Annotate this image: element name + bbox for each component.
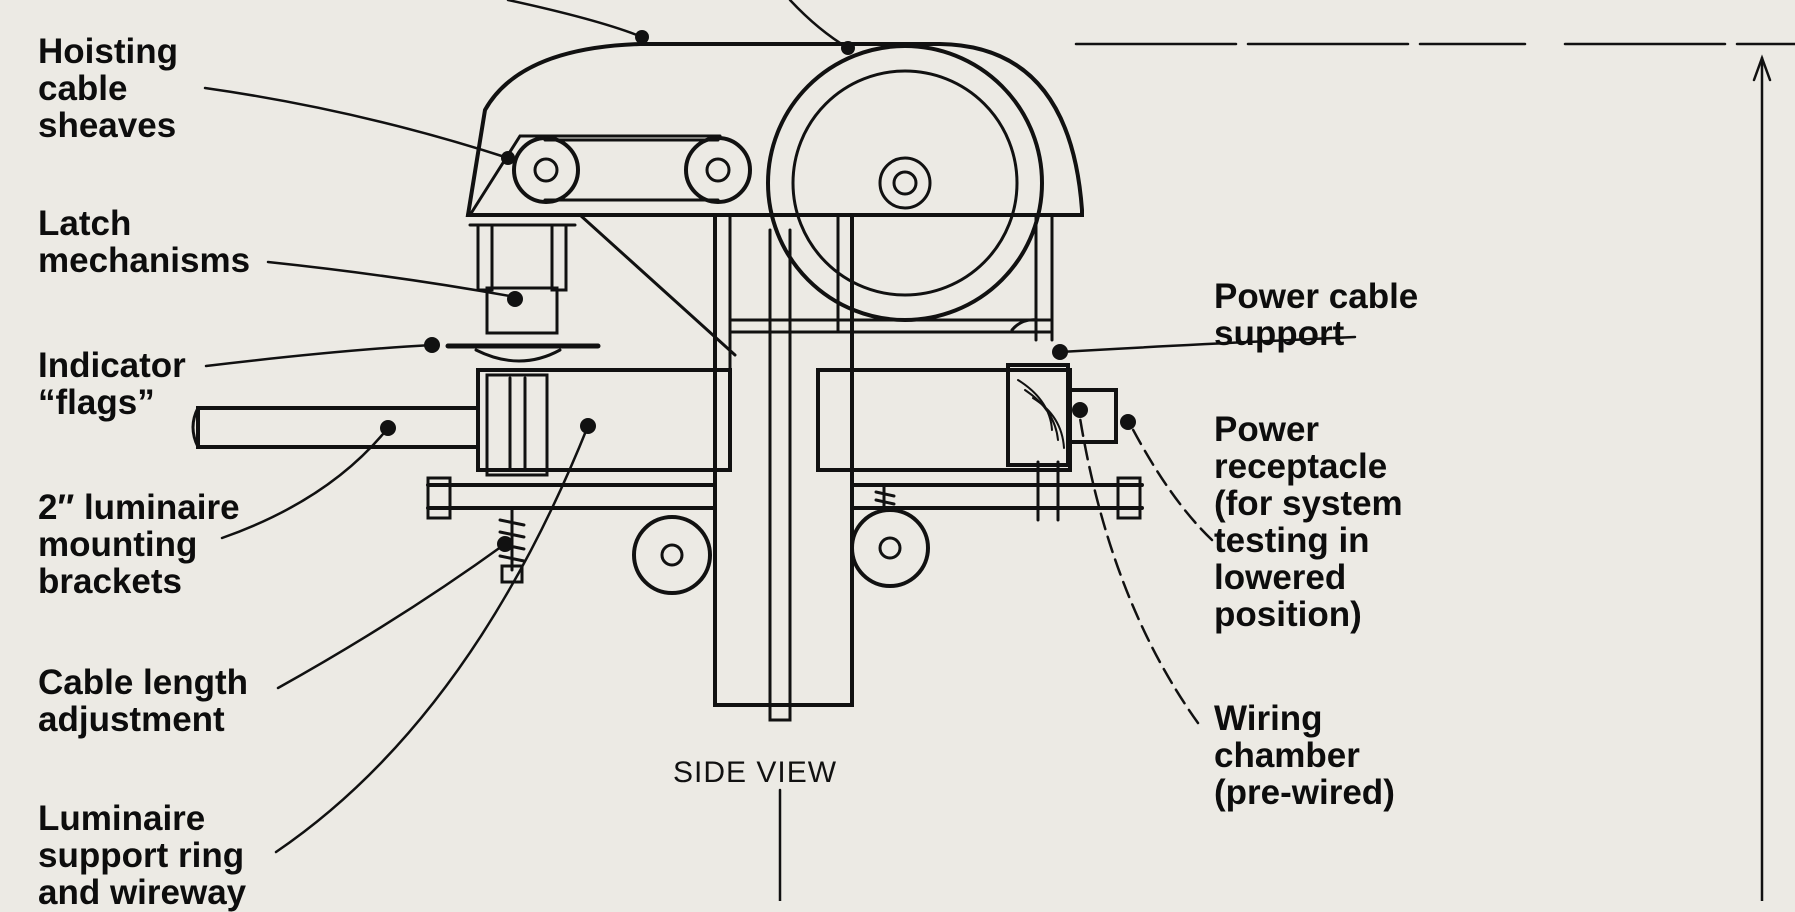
leader-support-ring (274, 424, 590, 854)
label-hoisting-cable-sheaves: Hoisting cable sheaves (38, 32, 178, 145)
label-wiring-chamber: Wiring chamber (pre-wired) (1214, 699, 1395, 812)
right-post-cap (1010, 318, 1040, 332)
leader-hoisting (203, 86, 510, 160)
wireway-right (816, 368, 1072, 472)
label-luminaire-mounting-brackets: 2″ luminaire mounting brackets (38, 488, 240, 601)
label-cable-length-adjustment: Cable length adjustment (38, 663, 249, 739)
pipe-clamp-bolt (508, 376, 527, 472)
guide-roller-left-hub (660, 543, 684, 567)
dot-indicator (424, 337, 440, 353)
latch-post-right (550, 223, 568, 292)
main-sheave-hub (878, 156, 932, 210)
wireway-left (476, 368, 732, 472)
label-power-cable-support: Power cable support (1214, 277, 1419, 353)
dot-wiring (1072, 402, 1088, 418)
side-view-caption: SIDE VIEW (673, 756, 838, 789)
main-sheave-inner (791, 69, 1019, 297)
power-receptacle (1066, 388, 1118, 444)
leader-receptacle (1128, 422, 1214, 542)
main-sheave (766, 44, 1044, 322)
dot-latch (507, 291, 523, 307)
mast-outer (713, 213, 854, 707)
hoisting-sheave-left-hub (533, 157, 559, 183)
label-indicator-flags: Indicator “flags” (38, 346, 186, 422)
indicator-flag-shape (474, 348, 562, 363)
mast-core (768, 228, 792, 722)
frame-diagonal (578, 213, 737, 357)
receptacle-bolts (1036, 460, 1060, 522)
adjust-nut (500, 564, 524, 584)
bracket-pipe (196, 406, 480, 449)
leader-latch (266, 260, 517, 299)
label-latch-mechanisms: Latch mechanisms (38, 204, 251, 280)
sheave-belt (543, 138, 720, 202)
leader-indicator (204, 343, 434, 368)
dot-support-ring (580, 418, 596, 434)
base-plate-left (426, 483, 717, 510)
guide-roller-right (850, 508, 930, 588)
leader-lines (203, 0, 1357, 854)
label-power-receptacle: Power receptacle (for system testing in … (1214, 410, 1403, 634)
leader-top-left (506, 0, 644, 39)
base-plate-right (850, 483, 1144, 510)
main-sheave-axle (892, 170, 918, 196)
housing-inner-edge (468, 134, 722, 217)
hoisting-sheave-left (512, 136, 580, 204)
leader-brackets (220, 426, 390, 540)
pipe-clamp (485, 373, 549, 477)
leader-dots (380, 30, 1136, 552)
leader-top-right (788, 0, 850, 50)
latch-body (485, 286, 559, 335)
leader-cable-length (276, 542, 507, 690)
dot-top-left (635, 30, 649, 44)
dot-power-cable (1052, 344, 1068, 360)
dot-receptacle (1120, 414, 1136, 430)
leader-wiring (1078, 416, 1200, 725)
latch-post-left (476, 223, 494, 292)
dimension-arrow (1752, 54, 1772, 82)
wiring-chamber-wires (1017, 379, 1065, 449)
dot-top-right (841, 41, 855, 55)
base-plate-right-end (1116, 476, 1142, 520)
adjust-spring (498, 508, 526, 572)
housing-hood (465, 42, 1084, 217)
dot-hoisting (501, 151, 515, 165)
label-luminaire-support-ring: Luminaire support ring and wireway (38, 799, 247, 912)
hoisting-sheave-right (684, 136, 752, 204)
dot-cable-length (497, 536, 513, 552)
mast-cross-bars (728, 318, 1052, 334)
roller-right-spring (874, 484, 896, 512)
guide-roller-left (632, 515, 712, 595)
bracket-pipe-end (191, 406, 200, 449)
dot-brackets (380, 420, 396, 436)
leader-power-cable (1058, 335, 1357, 354)
base-plate-left-end (426, 476, 452, 520)
hoisting-sheave-right-hub (705, 157, 731, 183)
guide-roller-right-hub (878, 536, 902, 560)
